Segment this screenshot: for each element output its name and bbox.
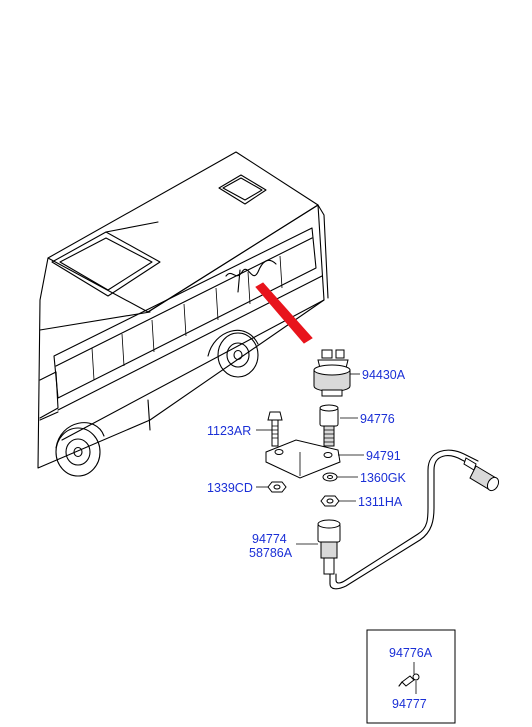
callout-labels: 94430A 94776 1123AR 94791 1360GK 1339CD … xyxy=(207,368,407,560)
callout-94776a: 94776A xyxy=(389,646,433,660)
nut-part-right xyxy=(320,495,340,507)
callout-1311ha: 1311HA xyxy=(358,495,403,509)
callout-94430a: 94430A xyxy=(362,368,406,382)
leader-lines xyxy=(256,373,364,545)
callout-1360gk: 1360GK xyxy=(360,471,407,485)
fitting-part xyxy=(398,673,420,687)
bolt-part xyxy=(267,411,283,447)
callout-94774: 94774 xyxy=(252,532,287,546)
pressure-sensor-part xyxy=(317,519,341,575)
oil-pressure-sender-part xyxy=(313,349,351,397)
location-pointer-arrow xyxy=(255,282,313,344)
nut-part-left xyxy=(267,481,287,493)
callout-1339cd: 1339CD xyxy=(207,481,253,495)
adapter-part xyxy=(319,404,339,447)
callout-94776: 94776 xyxy=(360,412,395,426)
callout-94777: 94777 xyxy=(392,697,427,711)
callout-94791: 94791 xyxy=(366,449,401,463)
callout-58786a: 58786A xyxy=(249,546,293,560)
bracket-part xyxy=(265,439,341,479)
washer-part xyxy=(322,472,338,482)
hose-line xyxy=(329,449,500,590)
callout-1123ar: 1123AR xyxy=(207,424,251,438)
detail-inset: 94776A 94777 xyxy=(366,629,456,724)
bus-illustration xyxy=(37,151,329,477)
